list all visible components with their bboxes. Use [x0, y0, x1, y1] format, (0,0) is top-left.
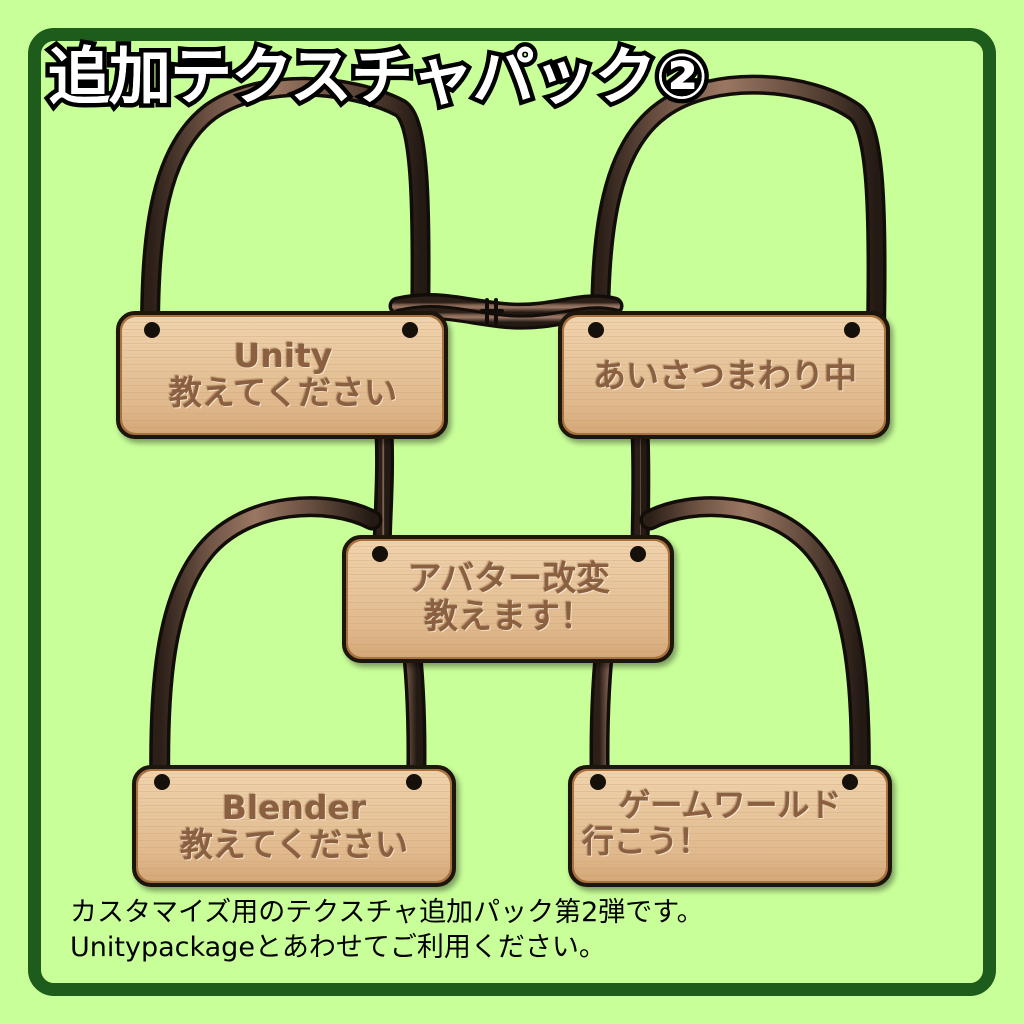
page-title: 追加テクスチャパック②: [48, 40, 708, 113]
plaque-gameworld: [568, 765, 892, 887]
caption-block: カスタマイズ用のテクスチャ追加パック第2弾です。 Unitypackageとあわ…: [70, 896, 704, 965]
plaque-unity: [116, 311, 448, 439]
plaque-greeting: [558, 311, 890, 439]
eyelet: [588, 322, 604, 338]
caption-line-1: カスタマイズ用のテクスチャ追加パック第2弾です。: [70, 897, 704, 928]
eyelet: [844, 322, 860, 338]
eyelet: [842, 774, 858, 790]
rope-knot: [480, 298, 504, 325]
plaque-avatar: [342, 535, 674, 663]
page-title-outline: 追加テクスチャパック②: [43, 39, 712, 113]
eyelet: [590, 774, 606, 790]
rope-group-top-right: [590, 74, 887, 340]
rope-group-top-left: [140, 76, 431, 340]
eyelet: [144, 322, 160, 338]
eyelet: [154, 774, 170, 790]
eyelet: [402, 322, 418, 338]
eyelet: [372, 546, 388, 562]
caption-line-2: Unitypackageとあわせてご利用ください。: [70, 931, 606, 963]
eyelet: [406, 774, 422, 790]
plaque-blender: [132, 765, 456, 887]
eyelet: [630, 546, 646, 562]
